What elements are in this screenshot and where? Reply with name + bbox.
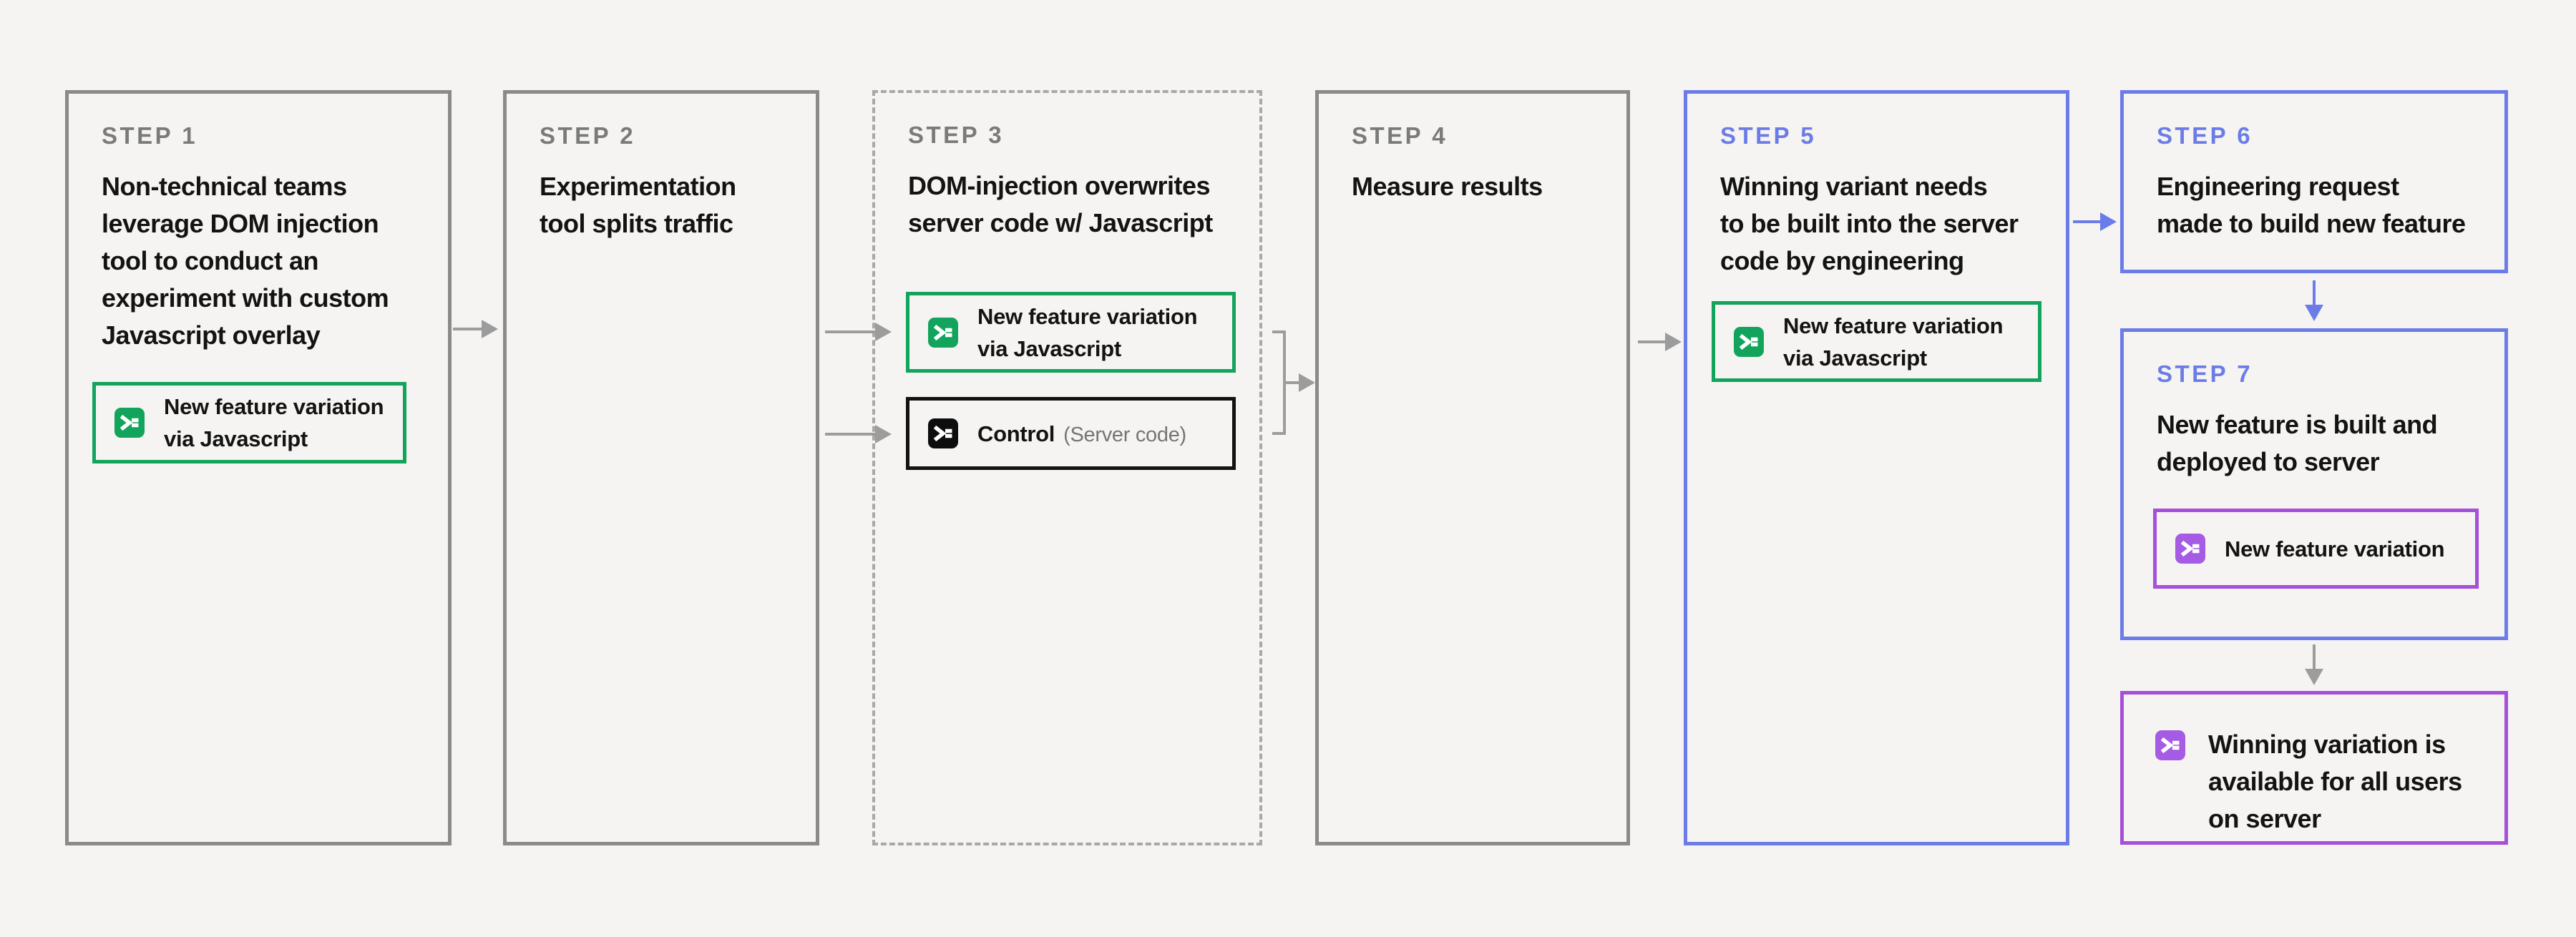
step-5-box: STEP 5 Winning variant needs to be built… <box>1684 90 2069 845</box>
step-5-description: Winning variant needs to be built into t… <box>1720 172 2019 275</box>
outcome-description: Winning variation is available for all u… <box>2208 730 2462 833</box>
arrow-step2-to-variation <box>825 330 875 333</box>
control-chip-suffix: (Server code) <box>1063 423 1186 446</box>
arrow-step1-to-step2 <box>453 328 482 330</box>
step-1-label: STEP 1 <box>102 122 198 149</box>
control-chip-label: Control <box>977 421 1055 446</box>
step-2-box: STEP 2 Experimentation tool splits traff… <box>503 90 819 845</box>
step-3-variation-chip: New feature variation via Javascript <box>906 292 1236 373</box>
arrow-step5-to-step6 <box>2073 220 2100 223</box>
step-4-description: Measure results <box>1352 172 1543 201</box>
step-7-variation-chip: New feature variation <box>2153 509 2479 589</box>
chip-label: New feature variation via Javascript <box>164 394 384 451</box>
terminal-prompt-icon <box>1734 326 1764 357</box>
arrow-step4-to-step5 <box>1638 340 1665 343</box>
arrow-step3-to-step4 <box>1284 381 1299 384</box>
chip-label: New feature variation via Javascript <box>1783 313 2004 371</box>
step-6-description: Engineering request made to build new fe… <box>2157 172 2466 238</box>
step-4-box: STEP 4 Measure results <box>1315 90 1630 845</box>
step-1-description: Non-technical teams leverage DOM injecti… <box>102 172 389 350</box>
step-3-label: STEP 3 <box>908 122 1005 148</box>
arrow-step7-to-outcome <box>2313 644 2316 669</box>
terminal-prompt-icon <box>928 317 958 348</box>
chip-label: New feature variation <box>2225 536 2445 561</box>
step-6-box: STEP 6 Engineering request made to build… <box>2120 90 2508 273</box>
step-3-control-chip: Control (Server code) <box>906 397 1236 470</box>
terminal-prompt-icon <box>2175 534 2205 564</box>
step-1-box: STEP 1 Non-technical teams leverage DOM … <box>65 90 452 845</box>
step-3-description: DOM-injection overwrites server code w/ … <box>908 171 1213 237</box>
step-3-box: STEP 3 DOM-injection overwrites server c… <box>872 90 1262 845</box>
step-7-description: New feature is built and deployed to ser… <box>2157 410 2438 476</box>
step-1-variation-chip: New feature variation via Javascript <box>92 382 406 463</box>
chip-label: New feature variation via Javascript <box>977 303 1198 361</box>
step-2-label: STEP 2 <box>540 122 636 149</box>
arrow-step2-to-control <box>825 433 875 436</box>
terminal-prompt-icon <box>928 418 958 448</box>
step-6-label: STEP 6 <box>2157 122 2253 149</box>
terminal-prompt-icon <box>2155 730 2185 760</box>
merge-bracket-bottom <box>1272 432 1284 435</box>
arrow-step6-to-step7 <box>2313 280 2316 305</box>
step-5-label: STEP 5 <box>1720 122 1817 149</box>
step-7-box: STEP 7 New feature is built and deployed… <box>2120 328 2508 640</box>
step-4-label: STEP 4 <box>1352 122 1448 149</box>
merge-bracket-top <box>1272 330 1284 333</box>
step-2-description: Experimentation tool splits traffic <box>540 172 736 238</box>
step-7-label: STEP 7 <box>2157 360 2253 387</box>
outcome-box: Winning variation is available for all u… <box>2120 691 2508 845</box>
step-5-variation-chip: New feature variation via Javascript <box>1712 301 2041 382</box>
terminal-prompt-icon <box>114 408 145 438</box>
